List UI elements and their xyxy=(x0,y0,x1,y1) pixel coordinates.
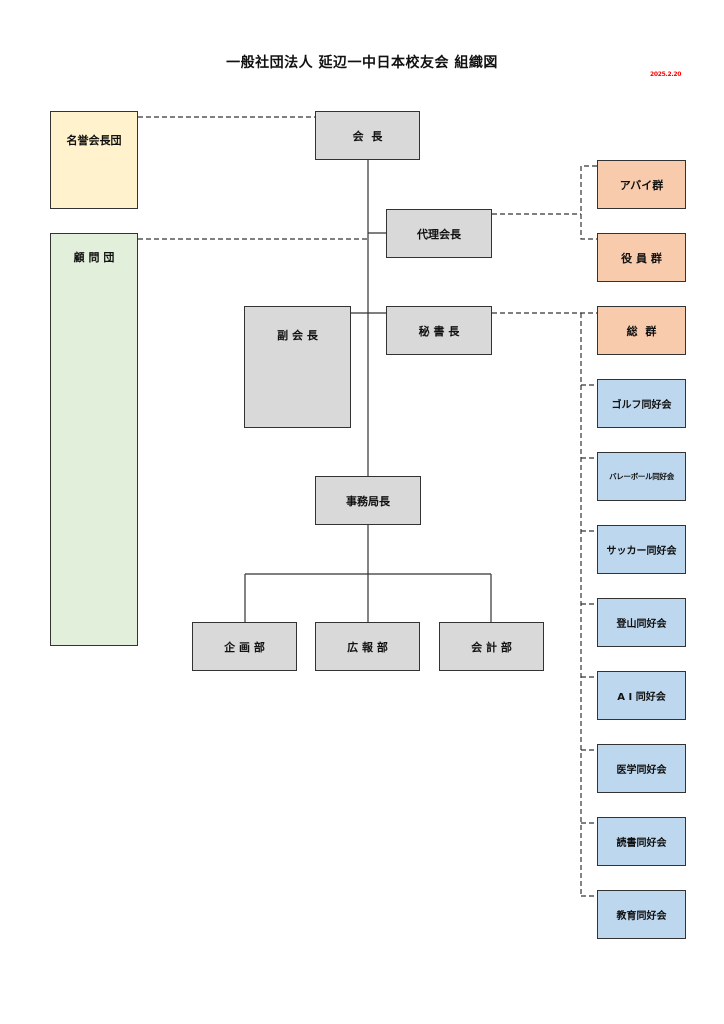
department-box-pr: 広 報 部 xyxy=(315,622,420,671)
club-label: 登山同好会 xyxy=(616,619,667,630)
dash-groups-bracket xyxy=(580,165,597,240)
group-label: 役 員 群 xyxy=(621,251,662,265)
club-label: バレーボール同好会 xyxy=(609,472,674,481)
honorary-presidents-label: 名誉会長団 xyxy=(66,134,122,147)
club-label: ゴルフ同好会 xyxy=(611,400,672,411)
acting-president-box: 代理会長 xyxy=(386,209,492,258)
department-label: 広 報 部 xyxy=(347,640,388,654)
club-label: 医学同好会 xyxy=(616,765,667,776)
club-label: A I 同好会 xyxy=(617,692,666,703)
president-label: 会 長 xyxy=(352,129,383,143)
advisors-box: 顧 問 団 xyxy=(50,233,138,646)
secretary-general-box: 秘 書 長 xyxy=(386,306,492,355)
department-box-planning: 企 画 部 xyxy=(192,622,297,671)
club-box: 医学同好会 xyxy=(597,744,686,793)
department-label: 企 画 部 xyxy=(224,640,265,654)
group-box-general: 総 群 xyxy=(597,306,686,355)
vice-president-label: 副 会 長 xyxy=(277,329,318,342)
department-box-accounting: 会 計 部 xyxy=(439,622,544,671)
group-label: アバイ群 xyxy=(619,178,664,192)
group-box-officers: 役 員 群 xyxy=(597,233,686,282)
club-box: A I 同好会 xyxy=(597,671,686,720)
club-box: バレーボール同好会 xyxy=(597,452,686,501)
club-label: 読書同好会 xyxy=(616,838,667,849)
department-label: 会 計 部 xyxy=(471,640,512,654)
club-box: 読書同好会 xyxy=(597,817,686,866)
executive-director-label: 事務局長 xyxy=(346,494,390,508)
club-box: 教育同好会 xyxy=(597,890,686,939)
club-label: 教育同好会 xyxy=(616,911,667,922)
vice-president-box: 副 会 長 xyxy=(244,306,351,428)
club-label: サッカー同好会 xyxy=(606,546,677,557)
club-box: サッカー同好会 xyxy=(597,525,686,574)
advisors-label: 顧 問 団 xyxy=(73,251,115,264)
president-box: 会 長 xyxy=(315,111,420,160)
date-label: 2025.2.20 xyxy=(650,71,682,78)
acting-president-label: 代理会長 xyxy=(417,227,461,241)
honorary-presidents-box: 名誉会長団 xyxy=(50,111,138,209)
group-label: 総 群 xyxy=(626,324,657,338)
group-box-abai: アバイ群 xyxy=(597,160,686,209)
secretary-general-label: 秘 書 長 xyxy=(418,324,460,338)
club-box: ゴルフ同好会 xyxy=(597,379,686,428)
club-box: 登山同好会 xyxy=(597,598,686,647)
executive-director-box: 事務局長 xyxy=(315,476,421,525)
chart-title: 一般社団法人 延辺一中日本校友会 組織図 xyxy=(226,55,498,71)
